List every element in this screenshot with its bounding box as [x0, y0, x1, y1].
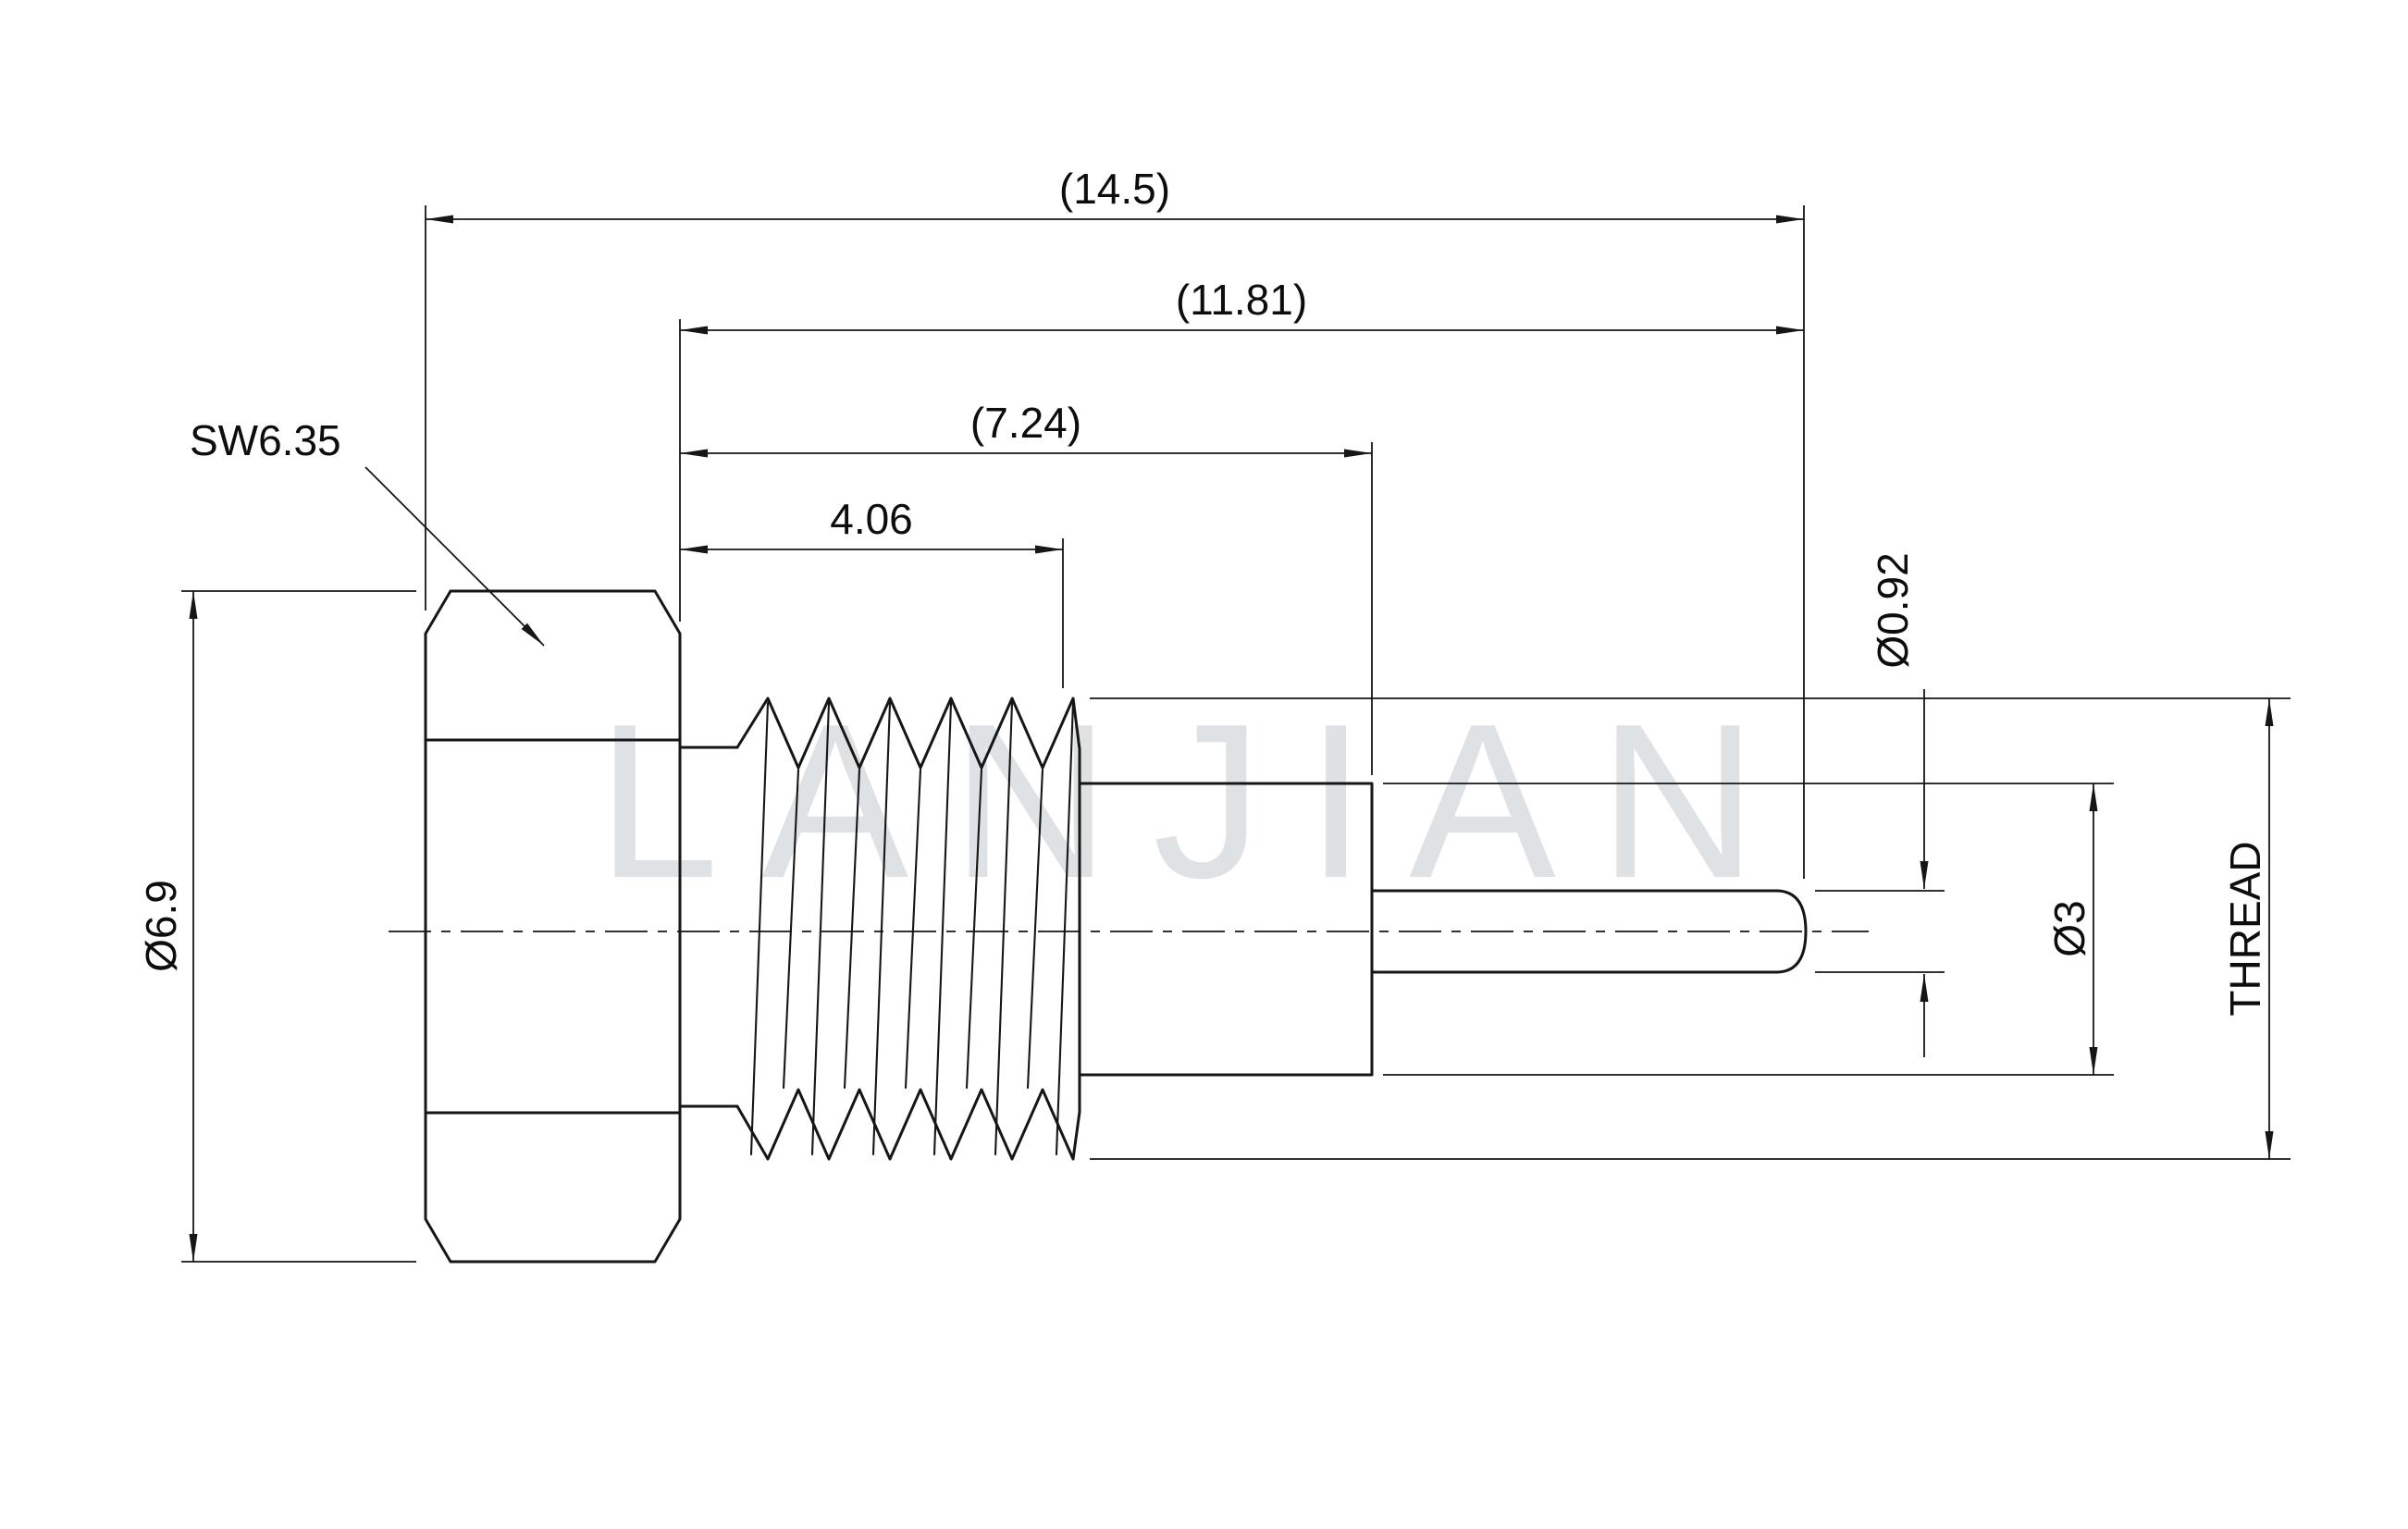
- dimension-lines: [181, 205, 2291, 1263]
- watermark-text: LANJIAN: [597, 679, 1800, 924]
- hex-body-outline: [424, 589, 682, 1264]
- thread-profile-bottom: [735, 1088, 1081, 1161]
- extension-lines: [181, 205, 2291, 1263]
- thread-flank-lines: [749, 701, 1075, 1156]
- dim-thread-length-label: 4.06: [830, 495, 913, 543]
- hex-diameter-label: Ø6.9: [137, 880, 185, 972]
- neck-lines: [678, 746, 739, 1108]
- dimension-labels: (14.5) (11.81) (7.24) 4.06 SW6.35 Ø6.9 Ø…: [137, 165, 2269, 1017]
- cylinder-outline: [1078, 782, 1374, 1077]
- hex-size-label: SW6.35: [190, 416, 341, 464]
- hex-facet-lines: [424, 738, 682, 1115]
- pin-tip: [1774, 889, 1808, 974]
- cylinder-diameter-label: Ø3: [2045, 900, 2093, 956]
- connector-body: [424, 589, 1808, 1264]
- dim-overall-length-label: (14.5): [1059, 165, 1170, 213]
- dim-mid-length-label: (7.24): [970, 399, 1081, 447]
- thread-callout-label: THREAD: [2221, 841, 2269, 1016]
- thread-profile-top: [735, 697, 1081, 770]
- dim-shaft-length-label: (11.81): [1176, 276, 1307, 324]
- hex-leader-line: [364, 466, 545, 647]
- pin-outline: [1370, 889, 1778, 974]
- pin-diameter-label: Ø0.92: [1869, 552, 1917, 668]
